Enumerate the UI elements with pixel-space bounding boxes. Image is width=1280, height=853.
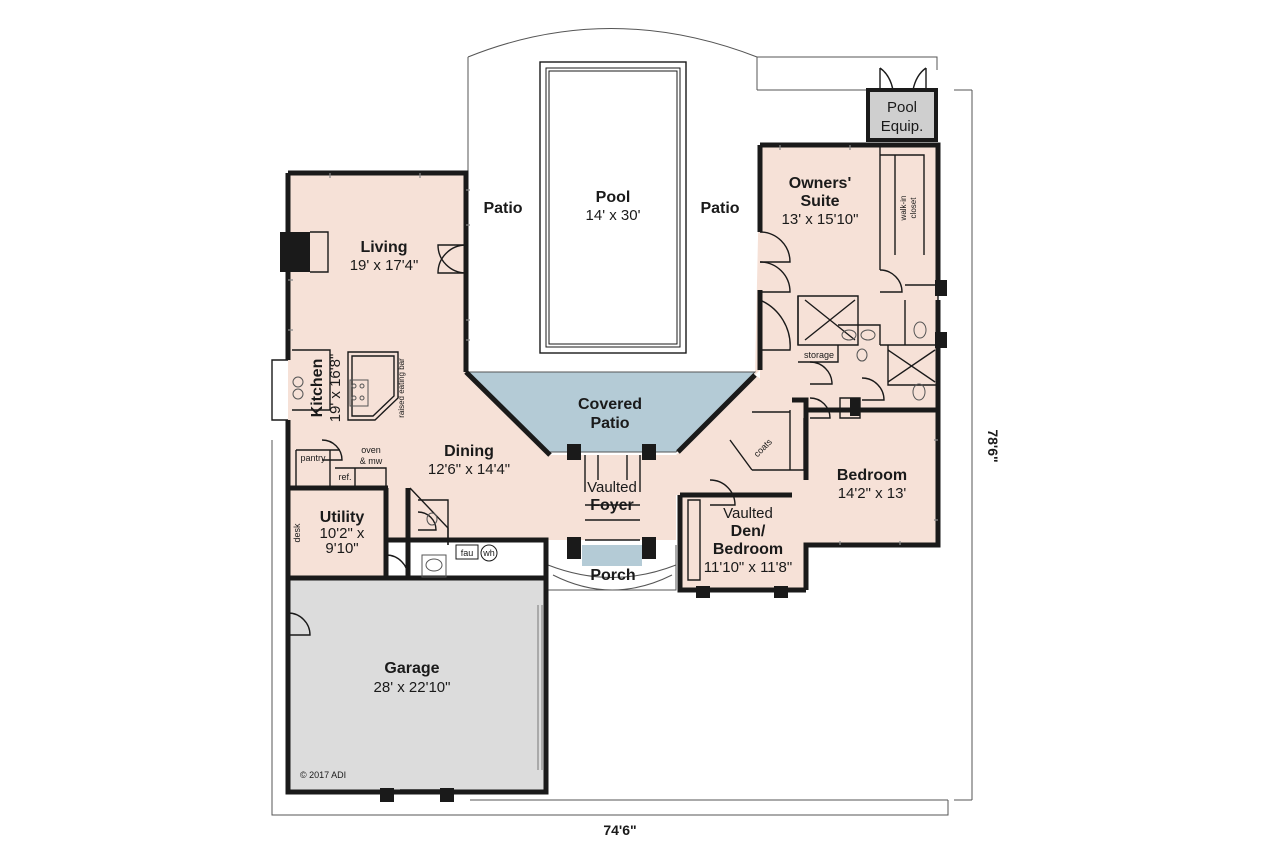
pool-label: Pool [596, 189, 631, 206]
windows [288, 145, 938, 545]
living-label: Living [360, 239, 407, 256]
patio-area [467, 28, 938, 175]
pantry-label: pantry [300, 453, 326, 463]
desk-label: desk [292, 523, 302, 543]
depth-dimension: 78'6" [985, 429, 1001, 462]
foyer-label-2: Foyer [590, 497, 634, 514]
porch-label: Porch [590, 567, 635, 584]
den-label-3: Bedroom [713, 541, 783, 558]
copyright: © 2017 ADI [300, 770, 346, 780]
garage-size: 28' x 22'10" [374, 679, 451, 696]
pool-size: 14' x 30' [586, 207, 641, 224]
pool-equip-label-2: Equip. [881, 118, 924, 135]
bathroom-fixtures [421, 321, 927, 578]
utility-label: Utility [320, 509, 365, 526]
house-floor [288, 145, 938, 590]
walkin-closet-label-1: walk-in [899, 196, 908, 222]
owners-suite-size: 13' x 15'10" [782, 211, 859, 228]
kitchen-island [292, 349, 399, 421]
covered-patio-label-2: Patio [590, 415, 629, 432]
kitchen-label: Kitchen [309, 359, 326, 418]
porch-area [582, 545, 642, 566]
oven-label-2: & mw [360, 456, 383, 466]
fau-label: fau [461, 548, 474, 558]
den-label-2: Den/ [731, 523, 766, 540]
bedroom-label: Bedroom [837, 467, 907, 484]
walls [271, 142, 941, 795]
raised-eating-bar-label: raised eating bar [397, 358, 406, 418]
wh-label: wh [482, 548, 495, 558]
oven-label-1: oven [361, 445, 381, 455]
owners-suite-label-2: Suite [800, 193, 839, 210]
kitchen-size: 19' x 16'8" [327, 354, 344, 423]
pool-equip-label-1: Pool [887, 99, 917, 116]
walkin-closet-label-2: closet [909, 197, 918, 219]
bedroom-size: 14'2" x 13' [838, 485, 907, 502]
patio-left-label: Patio [483, 200, 522, 217]
storage-label: storage [804, 350, 834, 360]
utility-size-1: 10'2" x [320, 525, 365, 542]
door-swings [287, 231, 903, 636]
ref-label: ref. [338, 472, 351, 482]
structural-posts [280, 232, 947, 802]
pool-equipment-room [866, 67, 938, 142]
pool [539, 61, 687, 354]
covered-patio-label-1: Covered [578, 396, 642, 413]
den-size: 11'10" x 11'8" [704, 559, 792, 576]
den-label-1: Vaulted [723, 505, 773, 522]
utility-size-2: 9'10" [325, 540, 358, 557]
dimension-lines [271, 89, 973, 816]
dining-size: 12'6" x 14'4" [428, 461, 510, 478]
dining-label: Dining [444, 443, 494, 460]
living-size: 19' x 17'4" [350, 257, 419, 274]
foyer-label-1: Vaulted [587, 479, 637, 496]
garage-area [288, 578, 546, 792]
garage-label: Garage [384, 660, 439, 677]
width-dimension: 74'6" [603, 822, 636, 838]
owners-suite-label-1: Owners' [789, 175, 852, 192]
patio-right-label: Patio [700, 200, 739, 217]
